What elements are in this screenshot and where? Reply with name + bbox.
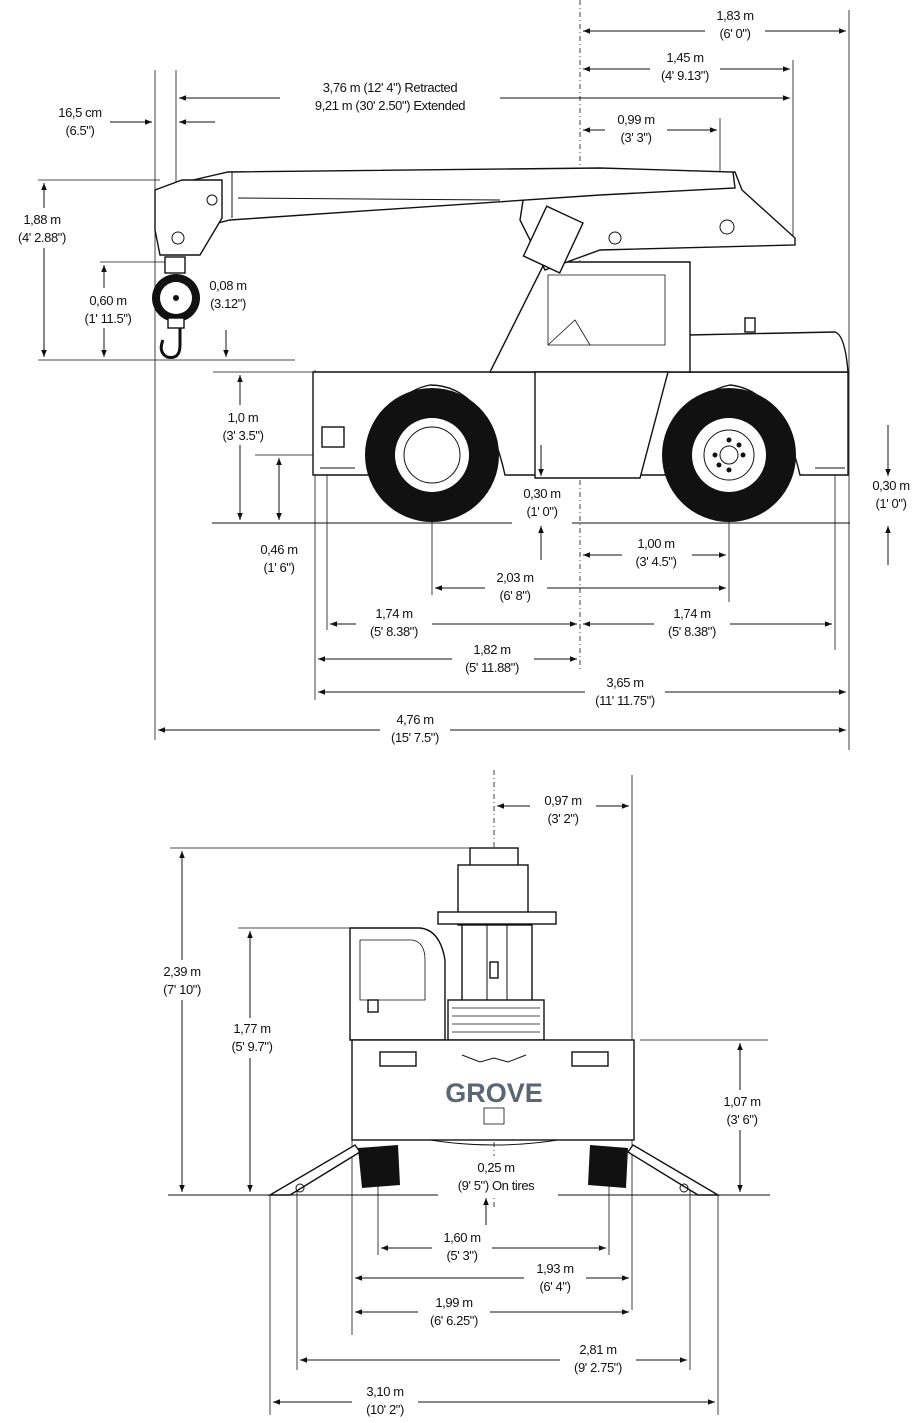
dim-boom-length-ext: 9,21 m (30' 2.50") Extended [315, 98, 465, 113]
grove-logo: GROVE [445, 1078, 543, 1108]
dim-tail-to-rear-pin: 1,83 m [716, 8, 753, 23]
dim-outrigger-inner-imp: (9' 2.75") [574, 1360, 622, 1375]
dim-hook-offset-imp: (6.5") [66, 123, 95, 138]
front-view: GROVE [168, 770, 770, 1415]
dim-wheelbase-imp: (6' 8") [499, 588, 530, 603]
dim-deck-height: 1,07 m [723, 1094, 760, 1109]
dim-track-imp: (5' 3") [446, 1248, 477, 1263]
dim-boom-height: 1,88 m [23, 212, 60, 227]
dim-width-tires: 1,93 m [536, 1261, 573, 1276]
dim-width-tires-imp: (6' 4") [539, 1279, 570, 1294]
dim-center-to-rear-axle: 1,00 m [637, 536, 674, 551]
dim-overall-length-imp: (15' 7.5") [391, 730, 439, 745]
dim-center-to-rear-axle-imp: (3' 4.5") [635, 554, 676, 569]
dim-axle-height-imp: (1' 6") [263, 560, 294, 575]
dim-hook-block-imp: (1' 11.5") [85, 311, 132, 326]
dim-center-to-rear: 1,74 m [673, 606, 710, 621]
front-labels: 0,97 m (3' 2") 2,39 m (7' 10") 1,77 m (5… [150, 788, 774, 1420]
dim-hook-clear-imp: (3.12") [210, 296, 246, 311]
dim-track: 1,60 m [443, 1230, 480, 1245]
dim-ground-clear: 0,25 m [477, 1160, 514, 1175]
dim-deck-height-imp: (3' 6") [726, 1112, 757, 1127]
dim-outrigger-outer-imp: (10' 2") [366, 1402, 404, 1417]
dim-front-end-to-center-imp: (5' 11.88") [465, 660, 519, 675]
dim-hook-block: 0,60 m [89, 293, 126, 308]
dim-tail-to-rear-pin-imp: (6' 0") [719, 26, 750, 41]
dim-chassis-length: 3,65 m [606, 675, 643, 690]
dim-pivot-to-tail-imp: (3' 3") [620, 130, 651, 145]
side-view [38, 0, 891, 750]
dim-ground-clear-mid: 0,30 m [523, 486, 560, 501]
dim-ground-clear-rear: 0,30 m [872, 478, 909, 493]
dim-ground-clear-mid-imp: (1' 0") [526, 504, 557, 519]
dim-outrigger-inner: 2,81 m [579, 1342, 616, 1357]
dim-front-to-center-imp: (5' 8.38") [370, 624, 418, 639]
dim-boom-height-imp: (4' 2.88") [18, 230, 66, 245]
dim-wheelbase: 2,03 m [496, 570, 533, 585]
dim-overall-length: 4,76 m [396, 712, 433, 727]
dim-ground-clear-rear-imp: (1' 0") [875, 496, 906, 511]
dim-boom-length: 3,76 m (12' 4") Retracted [323, 80, 458, 95]
dim-width-body: 1,99 m [435, 1295, 472, 1310]
dim-front-height: 1,0 m [228, 410, 259, 425]
dim-tail-to-axle: 1,45 m [666, 50, 703, 65]
dim-front-end-to-center: 1,82 m [473, 642, 510, 657]
dim-overall-height-imp: (7' 10") [163, 982, 201, 997]
dim-chassis-length-imp: (11' 11.75") [595, 693, 655, 708]
dim-axle-height: 0,46 m [260, 542, 297, 557]
dim-tail-to-axle-imp: (4' 9.13") [661, 68, 709, 83]
dim-center-to-side: 0,97 m [544, 793, 581, 808]
dim-overall-height: 2,39 m [163, 964, 200, 979]
dim-cab-height: 1,77 m [233, 1021, 270, 1036]
dim-front-to-center: 1,74 m [375, 606, 412, 621]
dim-center-to-side-imp: (3' 2") [547, 811, 578, 826]
dim-pivot-to-tail: 0,99 m [617, 112, 654, 127]
side-labels: 1,83 m (6' 0") 1,45 m (4' 9.13") 3,76 m … [2, 4, 920, 750]
dim-cab-height-imp: (5' 9.7") [231, 1039, 272, 1054]
dim-hook-clear: 0,08 m [209, 278, 246, 293]
dim-outrigger-outer: 3,10 m [366, 1384, 403, 1399]
dim-center-to-rear-imp: (5' 8.38") [668, 624, 716, 639]
dim-front-height-imp: (3' 3.5") [222, 428, 263, 443]
dim-ground-clear-imp: (9' 5") On tires [458, 1178, 535, 1193]
dim-width-body-imp: (6' 6.25") [430, 1313, 478, 1328]
dim-hook-offset: 16,5 cm [58, 105, 101, 120]
